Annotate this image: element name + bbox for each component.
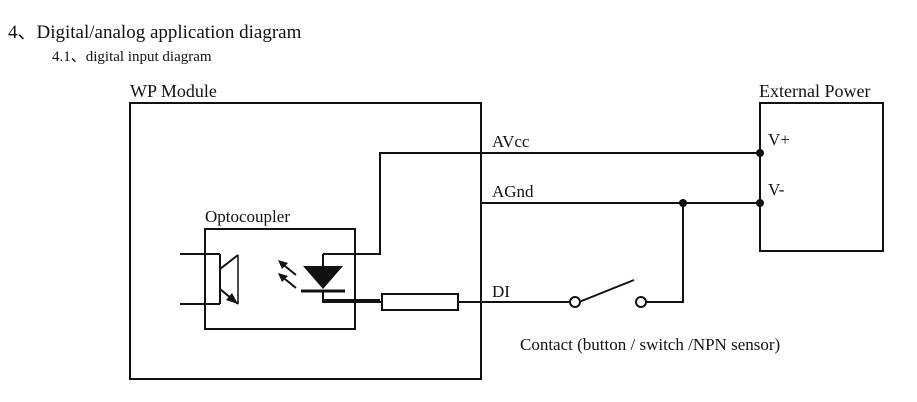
transistor-emitter-arrow bbox=[226, 293, 238, 304]
vplus-label: V+ bbox=[768, 130, 790, 149]
wires bbox=[323, 152, 760, 303]
di-label: DI bbox=[492, 282, 510, 301]
switch-contact-left bbox=[569, 296, 581, 308]
diagram-section-title: 4、Digital/analog application diagram bbox=[8, 22, 302, 43]
wp-module-label: WP Module bbox=[130, 81, 217, 101]
contact-caption: Contact (button / switch /NPN sensor) bbox=[520, 335, 780, 354]
light-arrow-head-upper bbox=[278, 260, 288, 269]
led-triangle bbox=[303, 266, 343, 289]
phototransistor-symbol bbox=[180, 253, 239, 305]
external-power-label: External Power bbox=[759, 81, 870, 101]
junction-dot-vminus bbox=[756, 199, 764, 207]
optocoupler-label: Optocoupler bbox=[205, 207, 290, 226]
avcc-label: AVcc bbox=[492, 132, 530, 151]
optocoupler-box bbox=[204, 228, 356, 330]
light-arrow-head-lower bbox=[278, 273, 288, 282]
led-to-resistor-wire bbox=[322, 300, 382, 303]
switch-contact-right bbox=[635, 296, 647, 308]
diagram-subsection-title: 4.1、digital input diagram bbox=[52, 49, 212, 65]
junction-dot-agnd bbox=[679, 199, 687, 207]
wp-module-box bbox=[129, 102, 482, 380]
vminus-label: V- bbox=[768, 180, 785, 199]
junction-dot-vplus bbox=[756, 149, 764, 157]
resistor bbox=[381, 293, 459, 311]
agnd-label: AGnd bbox=[492, 182, 534, 201]
external-power-box bbox=[759, 102, 884, 252]
